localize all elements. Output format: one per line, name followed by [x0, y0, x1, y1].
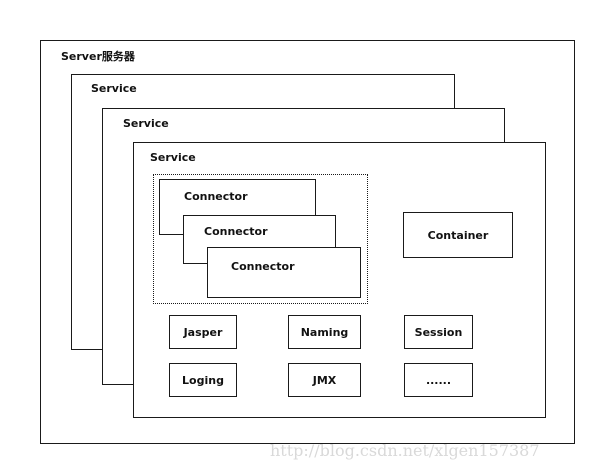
connector-label-1: Connector	[184, 190, 248, 203]
connector-label-2: Connector	[204, 225, 268, 238]
loging-box: Loging	[169, 363, 237, 397]
service-label-1: Service	[91, 82, 137, 95]
service-label-2: Service	[123, 117, 169, 130]
jasper-box: Jasper	[169, 315, 237, 349]
session-box: Session	[404, 315, 473, 349]
container-box: Container	[403, 212, 513, 258]
watermark: http://blog.csdn.net/xlgen157387	[270, 441, 540, 460]
ellipsis-box: ......	[404, 363, 473, 397]
jmx-box: JMX	[288, 363, 361, 397]
naming-box: Naming	[288, 315, 361, 349]
service-label-3: Service	[150, 151, 196, 164]
connector-label-3: Connector	[231, 260, 295, 273]
connector-box-3	[207, 247, 361, 298]
connector-group	[153, 174, 368, 304]
server-label: Server服务器	[61, 50, 135, 63]
